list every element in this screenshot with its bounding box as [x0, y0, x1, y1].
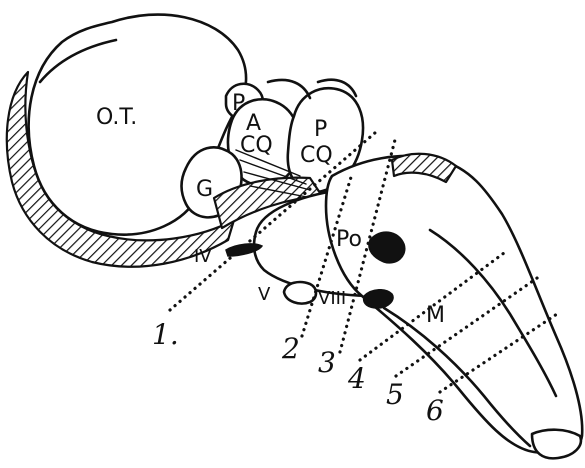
label-optic-tectum: O.T.: [96, 105, 137, 130]
medulla: [326, 156, 582, 453]
section-number-2: 2: [281, 332, 300, 365]
label-cq-anterior: CQ: [240, 133, 273, 158]
section-number-6: 6: [426, 394, 444, 427]
label-nerve-iv: IV: [194, 246, 212, 267]
nerve-viii: [364, 290, 393, 308]
label-pons: Po: [336, 227, 362, 252]
section-number-5: 5: [386, 378, 404, 411]
nerve-v: [284, 282, 316, 303]
label-nerve-viii: VIII: [318, 288, 346, 309]
label-p-posterior: P: [314, 117, 327, 142]
label-cq-posterior: CQ: [300, 143, 333, 168]
section-number-3: 3: [318, 346, 336, 379]
label-g: G: [196, 177, 213, 202]
section-number-1: 1.: [152, 318, 179, 351]
label-nerve-v: V: [258, 284, 271, 305]
medulla-tip: [532, 430, 581, 459]
label-medulla: M: [426, 303, 445, 328]
section-number-4: 4: [347, 362, 366, 395]
label-p-upper: P: [232, 91, 245, 116]
